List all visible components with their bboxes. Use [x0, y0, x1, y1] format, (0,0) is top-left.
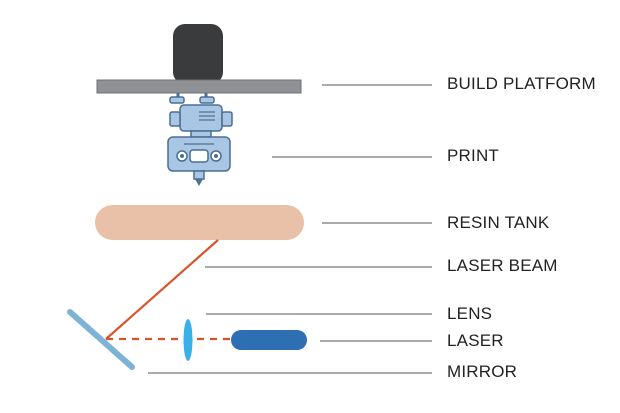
mirror — [67, 309, 135, 370]
build-platform — [96, 79, 302, 94]
resin-tank — [95, 205, 304, 240]
print-part — [173, 24, 223, 84]
label-print: PRINT — [447, 146, 499, 165]
label-laser-beam: LASER BEAM — [447, 256, 558, 275]
laser-beam-solid — [105, 239, 219, 340]
laser-module — [231, 330, 307, 350]
label-laser: LASER — [447, 331, 504, 350]
leader-lines — [148, 84, 432, 374]
lens — [183, 319, 193, 361]
label-lens: LENS — [447, 304, 493, 323]
label-build-platform: BUILD PLATFORM — [447, 74, 596, 93]
print-head — [167, 93, 233, 186]
label-mirror: MIRROR — [447, 362, 518, 381]
label-resin-tank: RESIN TANK — [447, 213, 550, 232]
